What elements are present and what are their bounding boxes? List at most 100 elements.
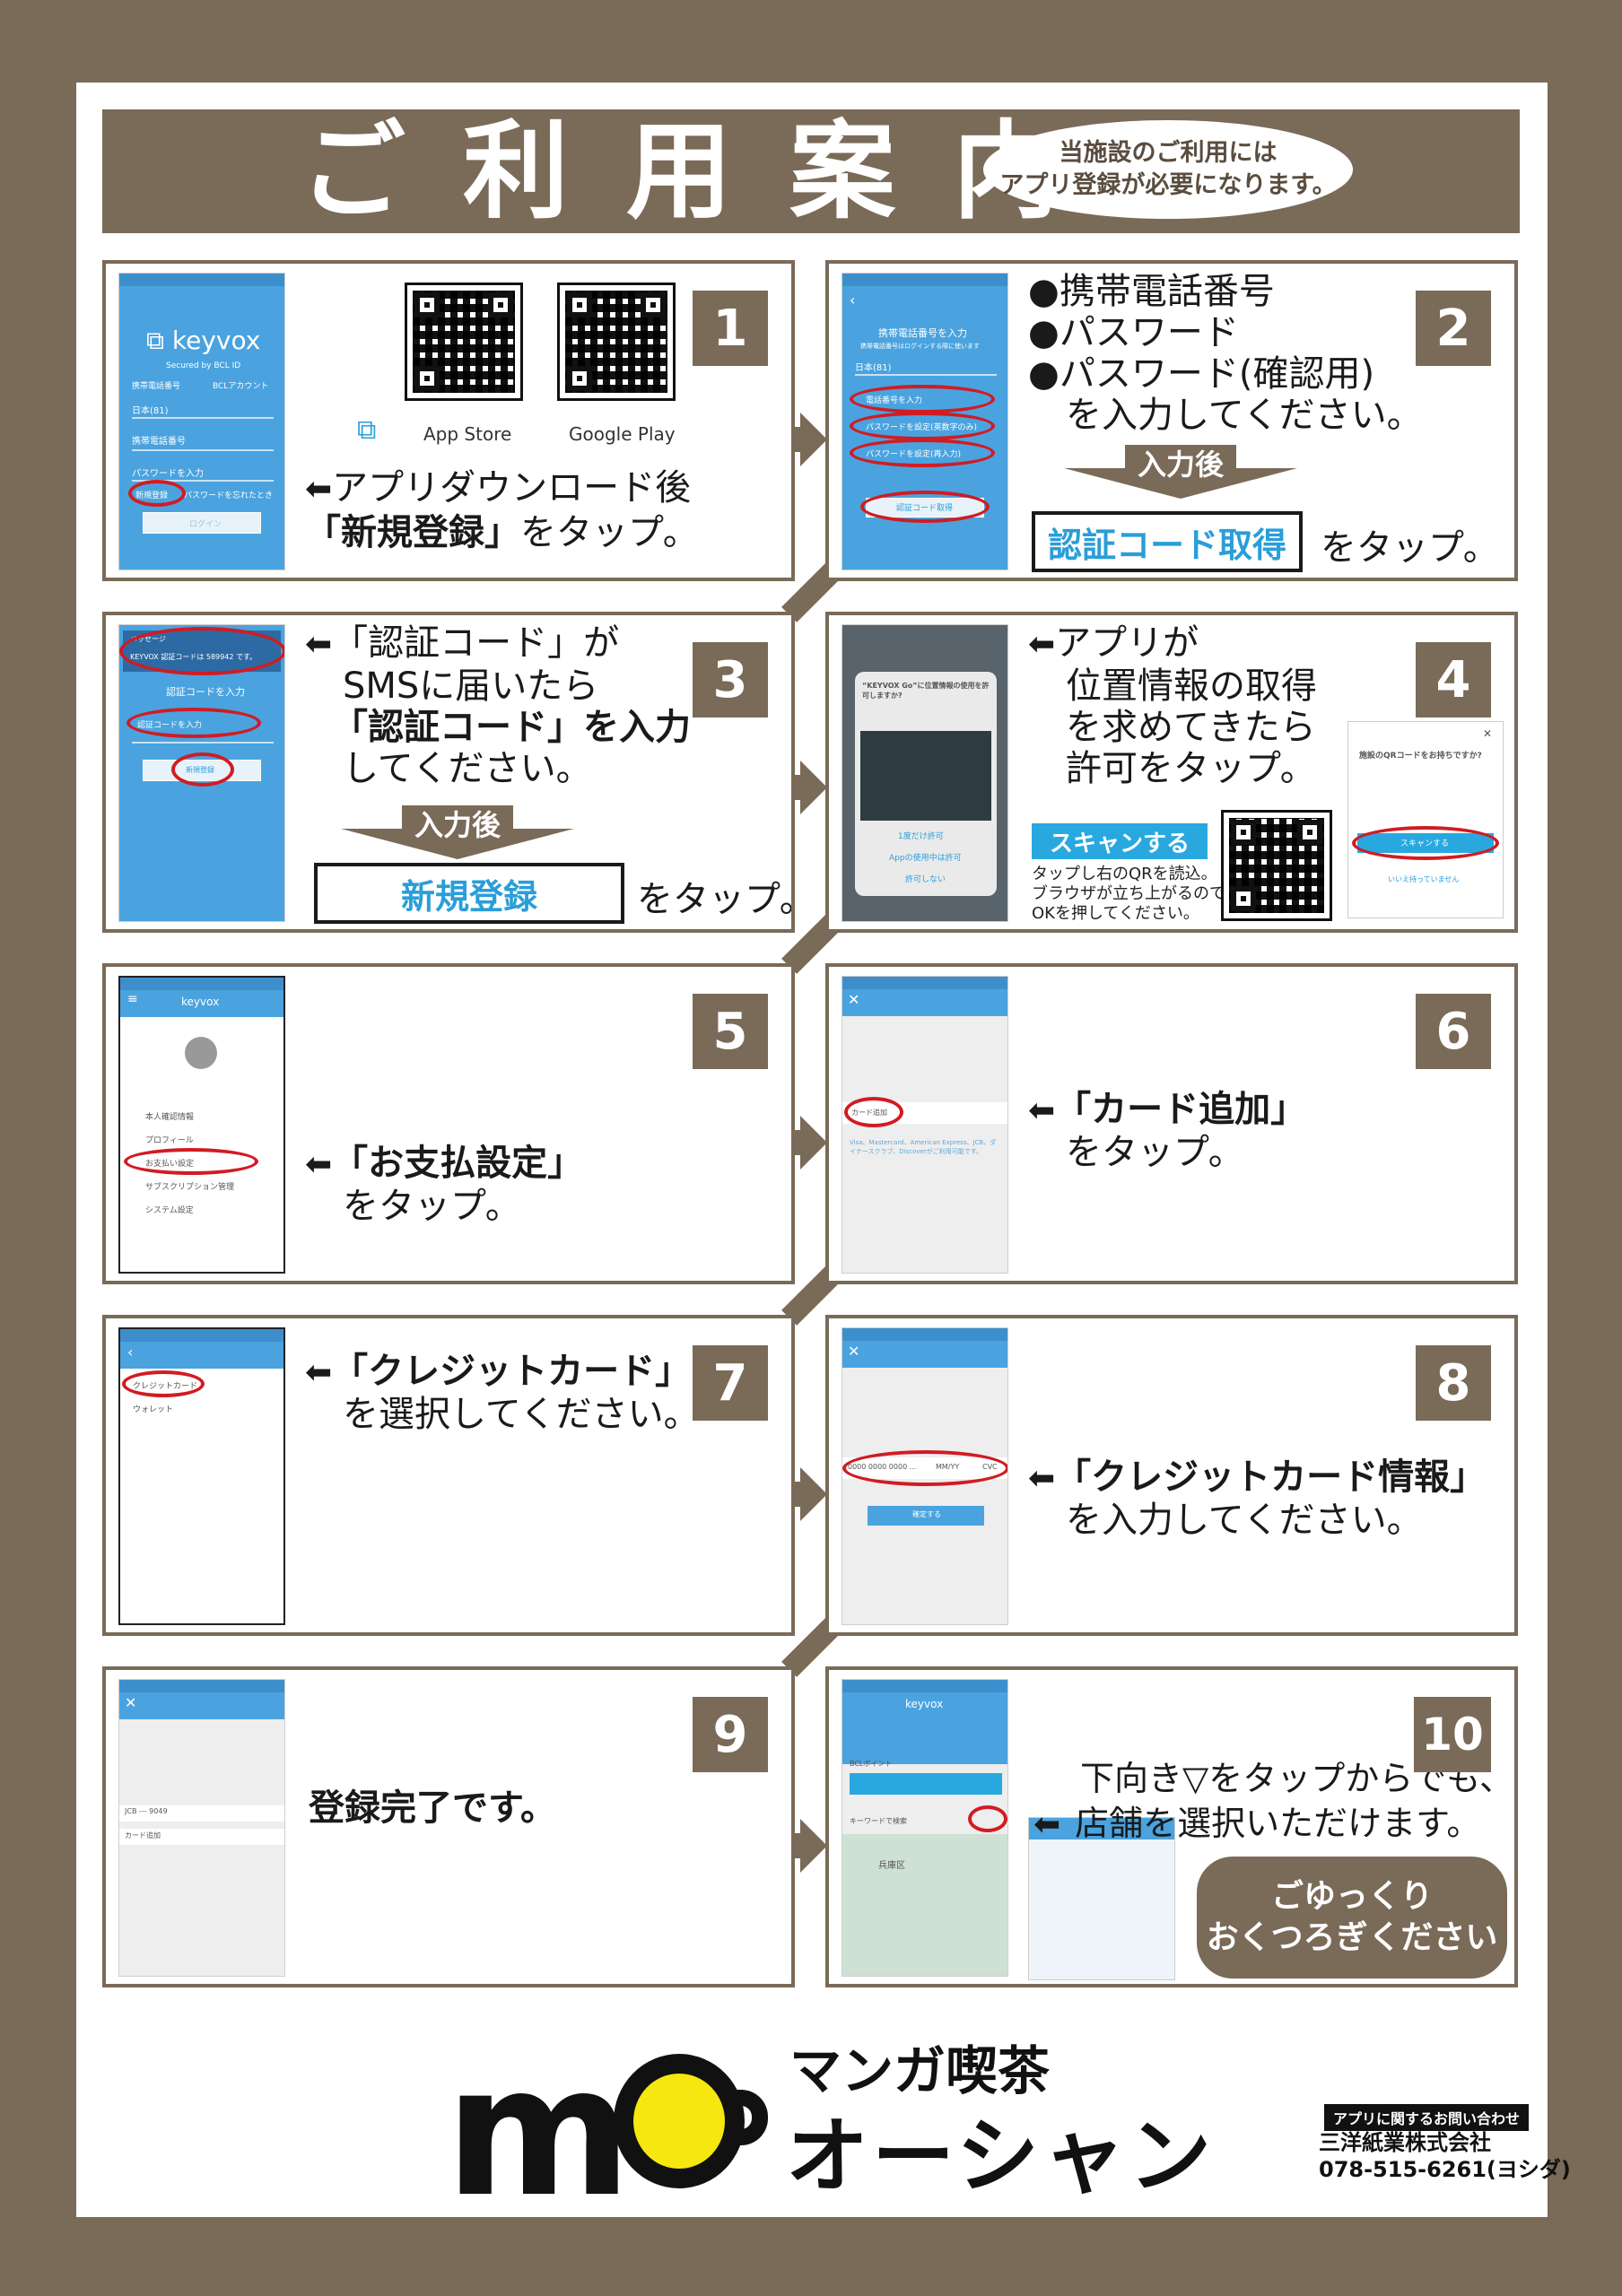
step-7-line2: を選択してください。 (343, 1394, 700, 1435)
step-number: 7 (693, 1345, 768, 1421)
menu-icon[interactable]: ≡ (127, 992, 138, 1006)
relax-line-1: ごゆっくり (1270, 1878, 1433, 1915)
close-icon[interactable]: ✕ (1483, 727, 1493, 740)
highlight-code (126, 708, 261, 738)
step-3-bold: 「認証コード」を入力 (332, 707, 691, 748)
step-number: 9 (693, 1697, 768, 1772)
close-icon[interactable]: ✕ (848, 991, 860, 1008)
step-2-screenshot: ‹ 携帯電話番号を入力 携帯電話番号はログインする際に使います 日本(81) 電… (842, 273, 1008, 570)
allow-while-using[interactable]: Appの使用中は許可 (889, 854, 962, 863)
dont-allow[interactable]: 許可しない (905, 875, 946, 884)
highlight-scan (1352, 826, 1499, 860)
step-2-item2: ●パスワード (1028, 312, 1239, 353)
divider (132, 449, 274, 451)
step-10-screenshot: keyvox BCLポイント キーワードで検索 兵庫区 (842, 1679, 1008, 1977)
left-arrow-icon: ⬅ (1028, 1092, 1056, 1129)
country-select[interactable]: 日本(81) (132, 406, 169, 416)
login-label: ログイン (189, 520, 222, 529)
app-bar (120, 1342, 283, 1369)
step-3-screenshot: メッセージ KEYVOX 認証コードは 589942 です。 認証コードを入力 … (118, 624, 285, 922)
menu-subscription[interactable]: サブスクリプション管理 (145, 1183, 235, 1192)
bcl-points: BCLポイント (850, 1760, 893, 1768)
step-3-instruction: ⬅「認証コード」が SMSに届いたら 「認証コード」を入力 してください。 (305, 622, 691, 789)
left-arrow-icon: ⬅ (1028, 1460, 1056, 1497)
contact-info: 三洋紙業株式会社 078-515-6261(ヨシダ) (1319, 2129, 1571, 2183)
keyvox-logo: ⧉ keyvox (146, 326, 261, 355)
brand-name: オーシャン (786, 2109, 1216, 2205)
scan-note-2: ブラウザが立ち上がるので (1032, 884, 1225, 903)
country-select[interactable]: 日本(81) (855, 363, 892, 373)
card-add-row[interactable] (119, 1829, 284, 1845)
password-field[interactable]: パスワードを入力 (132, 469, 204, 479)
confirm-button[interactable] (868, 1506, 984, 1526)
close-icon[interactable]: ✕ (125, 1694, 137, 1711)
google-play-qr[interactable] (557, 283, 676, 401)
login-button[interactable] (143, 512, 261, 534)
map-preview (860, 731, 991, 821)
left-arrow-icon: ⬅ (1033, 1806, 1061, 1843)
after-input-arrow: 入力後 (1064, 443, 1297, 499)
back-icon[interactable]: ‹ (127, 1344, 134, 1361)
facility-qr[interactable] (1221, 810, 1332, 921)
contact-label: アプリに関するお問い合わせ (1324, 2104, 1530, 2131)
menu-identity[interactable]: 本人確認情報 (145, 1113, 195, 1122)
highlight-payment (124, 1148, 258, 1175)
app-store-label: App Store (423, 423, 512, 445)
app-bar (842, 1341, 1007, 1368)
step-6-bold: 「カード追加」 (1055, 1089, 1307, 1130)
step-number: 4 (1416, 642, 1491, 718)
keyvox-logo: keyvox (181, 996, 220, 1008)
allow-once[interactable]: 1度だけ許可 (898, 832, 944, 841)
step-3-line1: 「認証コード」が (332, 622, 620, 664)
screen-title: 携帯電話番号を入力 (878, 327, 967, 339)
left-arrow-icon: ⬅ (1028, 626, 1056, 663)
step-3-line2: SMSに届いたら (343, 665, 599, 707)
app-bar (120, 990, 283, 1017)
step-8-line2: を入力してください。 (1066, 1500, 1423, 1541)
left-arrow-icon: ⬅ (305, 1354, 333, 1391)
step-5-panel: ≡ keyvox 本人確認情報 プロフィール お支払い設定 サブスクリプション管… (102, 963, 795, 1284)
note-line-2: アプリ登録が必要になります。 (999, 171, 1337, 199)
highlight-password (850, 412, 995, 440)
status-bar (842, 977, 1007, 989)
highlight-get-code (860, 491, 990, 523)
wallet-option[interactable]: ウォレット (133, 1405, 174, 1414)
step-number: 5 (693, 994, 768, 1069)
close-icon[interactable]: ✕ (848, 1343, 860, 1360)
step-1-panel: ⧉ keyvox Secured by BCL ID 携帯電話番号 BCLアカウ… (102, 260, 795, 581)
map-view[interactable] (842, 1834, 1007, 1976)
registered-card: JCB --- 9049 (125, 1807, 168, 1815)
highlight-credit-card (122, 1370, 205, 1397)
step-6-line2: をタップ。 (1066, 1132, 1244, 1173)
relax-line-2: おくつろぎください (1206, 1919, 1498, 1956)
tab-account[interactable]: BCLアカウント (213, 382, 269, 391)
step-3-panel: メッセージ KEYVOX 認証コードは 589942 です。 認証コードを入力 … (102, 612, 795, 933)
step-6-instruction: ⬅「カード追加」 をタップ。 (1028, 1089, 1306, 1173)
divider (132, 480, 274, 482)
status-bar (842, 1680, 1007, 1692)
qr-no-link[interactable]: いいえ持っていません (1388, 875, 1460, 883)
highlight-dropdown (968, 1805, 1007, 1832)
step-8-panel: ✕ 0000 0000 0000 ... MM/YY CVC 確定する ⬅「クレ… (825, 1315, 1518, 1636)
step-2-instruction: ●携帯電話番号 ●パスワード ●パスワード(確認用) を入力してください。 (1028, 271, 1423, 436)
search-input[interactable]: キーワードで検索 (850, 1817, 907, 1825)
menu-system[interactable]: システム設定 (145, 1206, 194, 1215)
step-1-line2: をタップ。 (520, 512, 699, 553)
forgot-link[interactable]: パスワードを忘れたとき (184, 491, 274, 500)
divider (132, 742, 274, 744)
tab-phone[interactable]: 携帯電話番号 (132, 382, 181, 391)
app-store-qr[interactable] (405, 283, 523, 401)
menu-profile[interactable]: プロフィール (145, 1136, 194, 1145)
points-card[interactable] (850, 1773, 1002, 1795)
scan-button[interactable]: スキャンする (1032, 823, 1208, 859)
phone-field[interactable]: 携帯電話番号 (132, 437, 186, 447)
highlight-phone (850, 385, 995, 413)
note-line-1: 当施設のご利用には (1059, 139, 1278, 167)
left-arrow-icon: ⬅ (305, 1146, 333, 1183)
step-7-screenshot: ‹ クレジットカード ウォレット (118, 1327, 285, 1625)
step-5-bold: 「お支払設定」 (332, 1143, 584, 1184)
step-6-panel: ✕ カード追加 Visa、Mastercard、American Express… (825, 963, 1518, 1284)
status-bar (120, 978, 283, 990)
brand-subtitle: マンガ喫茶 (789, 2040, 1051, 2101)
back-icon[interactable]: ‹ (850, 291, 856, 309)
